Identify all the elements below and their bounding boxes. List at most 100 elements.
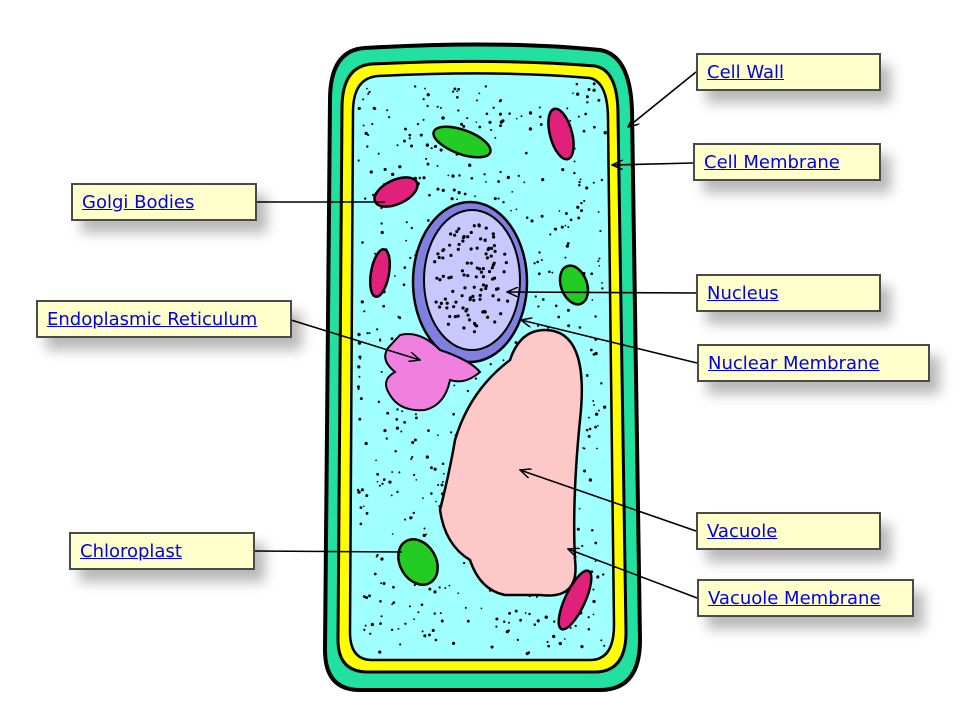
cytoplasm-dot (385, 437, 388, 440)
nucleus-dot (448, 232, 453, 236)
cytoplasm-dot (495, 617, 499, 621)
cytoplasm-dot (398, 471, 401, 474)
cytoplasm-dot (578, 183, 581, 187)
cytoplasm-dot (597, 211, 600, 213)
cytoplasm-dot (579, 178, 582, 181)
cytoplasm-dot (395, 417, 399, 421)
nucleus-dot (485, 256, 490, 260)
cytoplasm-dot (474, 377, 478, 380)
cytoplasm-dot (558, 641, 562, 646)
nucleus-link[interactable]: Nucleus (707, 282, 779, 304)
cytoplasm-dot (583, 199, 586, 203)
nuclear-membrane-link[interactable]: Nuclear Membrane (708, 352, 880, 374)
vacuole-link[interactable]: Vacuole (707, 520, 778, 542)
cytoplasm-dot (463, 192, 467, 196)
label-chloroplast: Chloroplast (69, 532, 255, 570)
cytoplasm-dot (538, 115, 542, 119)
cell-wall-link[interactable]: Cell Wall (707, 61, 785, 83)
cytoplasm-dot (377, 400, 381, 404)
nucleus-dot (443, 297, 447, 301)
cytoplasm-dot (438, 586, 441, 589)
cytoplasm-dot (408, 605, 411, 608)
cytoplasm-dot (541, 298, 545, 301)
cytoplasm-dot (359, 522, 363, 526)
cytoplasm-dot (558, 210, 561, 212)
nucleus-dot (469, 247, 473, 251)
cytoplasm-dot (409, 516, 413, 520)
cytoplasm-dot (388, 480, 392, 484)
cytoplasm-dot (590, 272, 594, 276)
cytoplasm-dot (377, 152, 380, 155)
endoplasmic-reticulum-link[interactable]: Endoplasmic Reticulum (47, 308, 258, 330)
cytoplasm-dot (594, 541, 598, 545)
cytoplasm-dot (410, 144, 414, 148)
cytoplasm-dot (466, 117, 469, 120)
golgi-bodies-link[interactable]: Golgi Bodies (82, 191, 195, 213)
cytoplasm-dot (433, 467, 437, 471)
cytoplasm-dot (576, 92, 580, 96)
cytoplasm-dot (418, 176, 422, 180)
nucleus-dot (491, 232, 495, 236)
cytoplasm-dot (499, 124, 503, 128)
cytoplasm-dot (392, 585, 395, 589)
cell-membrane-link[interactable]: Cell Membrane (704, 151, 840, 173)
cytoplasm-dot (538, 251, 541, 254)
cytoplasm-dot (561, 168, 565, 172)
cytoplasm-dot (391, 471, 394, 473)
nucleus (423, 209, 521, 351)
cytoplasm-dot (533, 262, 536, 265)
nucleus-dot (478, 237, 483, 241)
cytoplasm-dot (520, 115, 523, 118)
cytoplasm-dot (574, 624, 577, 627)
cytoplasm-dot (364, 131, 368, 135)
nucleus-dot (472, 298, 476, 302)
nucleus-dot (481, 275, 486, 279)
cytoplasm-dot (498, 99, 502, 103)
cytoplasm-dot (528, 127, 533, 131)
cytoplasm-dot (417, 611, 420, 614)
nucleus-dot (505, 299, 510, 303)
cytoplasm-dot (443, 472, 445, 475)
cytoplasm-dot (371, 123, 374, 126)
cytoplasm-dot (584, 112, 588, 116)
nucleus-dot (485, 315, 490, 319)
cytoplasm-dot (390, 494, 393, 497)
cytoplasm-dot (383, 167, 387, 172)
nucleus-dot (492, 244, 496, 248)
cytoplasm-dot (577, 115, 580, 118)
cytoplasm-dot (396, 144, 399, 147)
nucleus-dot (503, 252, 507, 256)
cytoplasm-dot (453, 384, 456, 387)
cytoplasm-dot (460, 122, 464, 126)
cytoplasm-dot (569, 626, 572, 629)
cytoplasm-dot (592, 88, 596, 92)
cytoplasm-dot (587, 627, 591, 631)
cytoplasm-dot (577, 216, 581, 220)
vacuole-membrane-link[interactable]: Vacuole Membrane (708, 587, 881, 609)
chloroplast-link[interactable]: Chloroplast (80, 540, 182, 562)
cytoplasm-dot (357, 106, 361, 111)
cytoplasm-dot (439, 612, 442, 615)
cytoplasm-dot (408, 137, 411, 140)
cytoplasm-dot (536, 619, 540, 623)
cytoplasm-dot (456, 198, 458, 201)
cytoplasm-dot (437, 434, 439, 437)
cytoplasm-dot (462, 561, 466, 565)
nucleus-dot (435, 276, 439, 280)
nucleus-dot (483, 309, 487, 314)
nucleus-dot (493, 249, 497, 253)
cytoplasm-dot (457, 592, 460, 595)
cytoplasm-dot (539, 123, 543, 126)
cytoplasm-dot (537, 305, 540, 308)
nucleus-dot (469, 261, 473, 265)
cytoplasm-dot (508, 112, 511, 115)
cytoplasm-dot (403, 139, 406, 143)
cytoplasm-dot (515, 208, 518, 211)
cytoplasm-dot (536, 260, 539, 264)
cytoplasm-dot (411, 456, 414, 459)
cytoplasm-dot (430, 492, 433, 495)
cytoplasm-dot (376, 480, 379, 483)
cytoplasm-dot (367, 133, 370, 137)
nucleus-dot (472, 224, 476, 228)
cytoplasm-dot (495, 625, 498, 628)
